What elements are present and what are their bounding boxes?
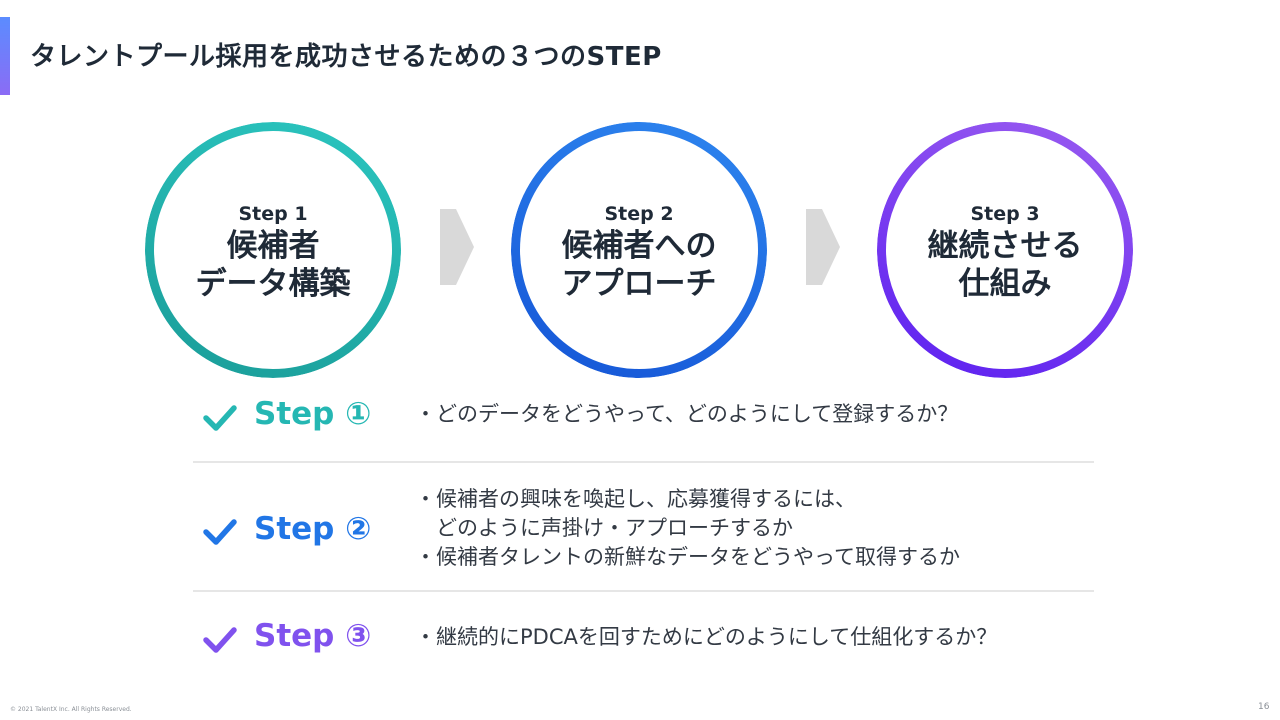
step-3-description: ・継続的にPDCAを回すためにどのようにして仕組化するか？ [415, 623, 997, 652]
check-icon [203, 519, 237, 545]
step-3-line: ・継続的にPDCAを回すためにどのようにして仕組化するか？ [415, 625, 998, 649]
step-1-title-line2: データ構築 [195, 266, 351, 302]
copyright-footer: © 2021 TalentX Inc. All Rights Reserved. [10, 706, 132, 713]
step-1-line: ・どのデータをどうやって、どのようにして登録するか？ [415, 402, 959, 426]
step-2-line: ・候補者の興味を喚起し、応募獲得するには、 [415, 487, 856, 511]
divider [193, 461, 1094, 463]
step-2-line: どのように声掛け・アプローチするか [415, 516, 793, 540]
divider [193, 590, 1094, 592]
step-3-title-line1: 継続させる [927, 228, 1083, 264]
step-3-label: Step 3 [970, 203, 1040, 225]
step-2-name: Step ② [254, 511, 372, 547]
slide-title: タレントプール採用を成功させるための３つのSTEP [30, 42, 662, 72]
check-icon [203, 627, 237, 653]
step-3-name: Step ③ [254, 618, 372, 654]
page-number: 16 [1258, 702, 1270, 712]
step-1-name: Step ① [254, 396, 372, 432]
step-1-label: Step 1 [238, 203, 308, 225]
step-1-row: Step ① ・どのデータをどうやって、どのようにして登録するか？ [193, 392, 1093, 452]
step-2-title-line2: アプローチ [561, 266, 717, 302]
step-3-title-line2: 仕組み [958, 266, 1052, 302]
accent-bar [0, 17, 10, 95]
step-1-title-line1: 候補者 [226, 228, 320, 264]
step-1-description: ・どのデータをどうやって、どのようにして登録するか？ [415, 400, 958, 429]
step-2-row: Step ② ・候補者の興味を喚起し、応募獲得するには、 どのように声掛け・アプ… [193, 482, 1093, 582]
step-3-circle: Step 3 継続させる 仕組み [877, 122, 1133, 378]
step-2-title-line1: 候補者への [561, 228, 717, 264]
step-3-row: Step ③ ・継続的にPDCAを回すためにどのようにして仕組化するか？ [193, 614, 1093, 674]
step-1-circle: Step 1 候補者 データ構築 [145, 122, 401, 378]
step-2-line: ・候補者タレントの新鮮なデータをどうやって取得するか [415, 545, 960, 569]
step-2-circle: Step 2 候補者への アプローチ [511, 122, 767, 378]
step-2-label: Step 2 [604, 203, 674, 225]
step-2-description: ・候補者の興味を喚起し、応募獲得するには、 どのように声掛け・アプローチするか … [415, 485, 960, 572]
check-icon [203, 405, 237, 431]
